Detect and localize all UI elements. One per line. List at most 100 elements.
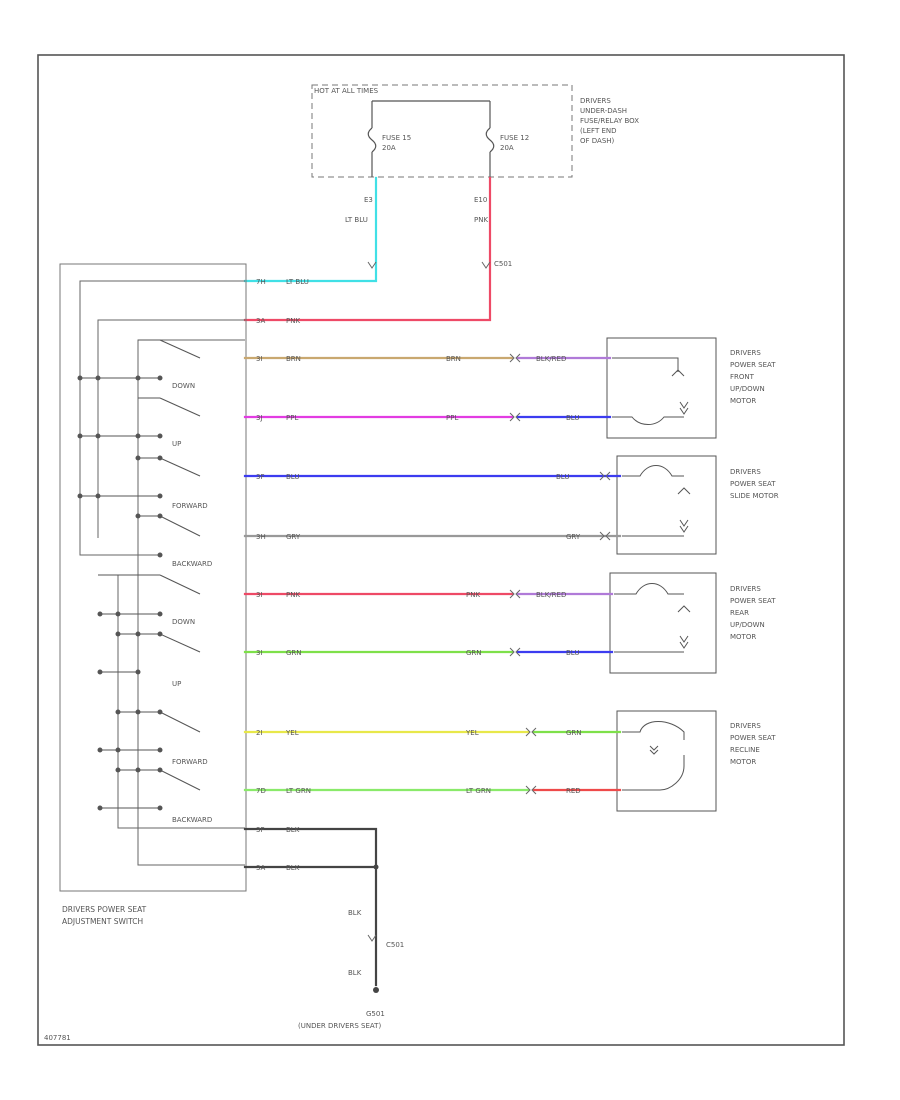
motor-1-label-1: DRIVERS — [730, 349, 761, 357]
pin-label-5: 3F — [256, 473, 264, 481]
switch-label-2: ADJUSTMENT SWITCH — [62, 917, 143, 926]
motor-3-label-3: REAR — [730, 609, 749, 617]
switch-blades — [98, 339, 201, 791]
pin-label-9: 2I — [256, 729, 263, 737]
motor-2-label-2: POWER SEAT — [730, 480, 776, 488]
pin-label-7: 3I — [256, 591, 263, 599]
wire-5-label-right: BLU — [556, 473, 569, 481]
wire-10-label-far: RED — [566, 787, 581, 795]
fuse-12-amp: 20A — [500, 144, 514, 152]
pin-label-6: 3H — [256, 533, 266, 541]
fusebox-location-2: UNDER-DASH — [580, 107, 627, 115]
wire-4-label: PPL — [286, 414, 298, 422]
pin-label-11: 3F — [256, 826, 264, 834]
pin-label-8: 3I — [256, 649, 263, 657]
wire-7-label: PNK — [286, 591, 300, 599]
ground-blk-label-1: BLK — [348, 909, 362, 917]
fusebox-location-4: (LEFT END — [580, 127, 617, 135]
motor-4-label-3: RECLINE — [730, 746, 760, 754]
wire-4-label-right: PPL — [446, 414, 458, 422]
ground-location-label: (UNDER DRIVERS SEAT) — [298, 1022, 381, 1030]
motor-1-label-2: POWER SEAT — [730, 361, 776, 369]
motor-3-label-4: UP/DOWN — [730, 621, 765, 629]
pin-label-10: 7D — [256, 787, 266, 795]
motor-1-label-4: UP/DOWN — [730, 385, 765, 393]
motor-3-label-5: MOTOR — [730, 633, 756, 641]
wire-6-label-right: GRY — [566, 533, 581, 541]
wire-6-label: GRY — [286, 533, 301, 541]
wire-8-label: GRN — [286, 649, 302, 657]
fuse-12-icon — [485, 127, 495, 153]
switch-pos-forward-2: FORWARD — [172, 758, 208, 766]
motor-2-label-1: DRIVERS — [730, 468, 761, 476]
figure-id: 407781 — [44, 1034, 71, 1042]
wire-8-label-far: BLU — [566, 649, 579, 657]
ground-c501-label: C501 — [386, 941, 404, 949]
slide-motor-box — [616, 455, 717, 555]
switch-pos-down-1: DOWN — [172, 382, 195, 390]
c501-label: C501 — [494, 260, 512, 268]
fuse-15-name: FUSE 15 — [382, 134, 411, 142]
ground-blk-label-2: BLK — [348, 969, 362, 977]
wire-9-label-right: YEL — [465, 729, 479, 737]
switch-pos-up-1: UP — [172, 440, 181, 448]
wire-1-label: LT BLU — [286, 278, 309, 286]
switch-pos-forward-1: FORWARD — [172, 502, 208, 510]
motor-3-label-1: DRIVERS — [730, 585, 761, 593]
pin-label-2: 3A — [256, 317, 265, 325]
wire-7-label-right: PNK — [466, 591, 480, 599]
switch-pos-backward-1: BACKWARD — [172, 560, 212, 568]
hot-at-all-times-label: HOT AT ALL TIMES — [314, 87, 379, 95]
pin-label-1: 7H — [256, 278, 266, 286]
motor-1-label-5: MOTOR — [730, 397, 756, 405]
fuse-15-terminal: E3 — [364, 196, 373, 204]
fuse-15-amp: 20A — [382, 144, 396, 152]
wire-11-label: BLK — [286, 826, 300, 834]
wire-12-label: BLK — [286, 864, 300, 872]
fuse-15-icon — [367, 127, 377, 153]
motor-4-label-4: MOTOR — [730, 758, 756, 766]
motor-2-label-3: SLIDE MOTOR — [730, 492, 779, 500]
diagram-border — [37, 54, 845, 1046]
pin-label-12: 3A — [256, 864, 265, 872]
lt-blu-feed-wire — [243, 176, 378, 283]
fuse-15-wire-label: LT BLU — [345, 216, 368, 224]
motor-4-label-1: DRIVERS — [730, 722, 761, 730]
rear-up-down-motor-box — [609, 572, 717, 674]
motor-circuits — [612, 357, 691, 791]
wire-10-label-right: LT GRN — [466, 787, 491, 795]
wire-9-label-far: GRN — [566, 729, 582, 737]
switch-pos-down-2: DOWN — [172, 618, 195, 626]
connector-marks — [367, 353, 611, 942]
wire-3-label: BRN — [286, 355, 301, 363]
motor-3-label-2: POWER SEAT — [730, 597, 776, 605]
motor-1-label-3: FRONT — [730, 373, 755, 381]
wire-7-label-far: BLK/RED — [536, 591, 566, 599]
recline-motor-box — [616, 710, 717, 812]
switch-pos-backward-2: BACKWARD — [172, 816, 212, 824]
wire-8-label-right: GRN — [466, 649, 482, 657]
pin-label-3: 3I — [256, 355, 263, 363]
wire-9-label: YEL — [285, 729, 299, 737]
switch-pos-up-2: UP — [172, 680, 181, 688]
wire-3-label-right: BRN — [446, 355, 461, 363]
fuse-12-name: FUSE 12 — [500, 134, 529, 142]
fusebox-location-5: OF DASH) — [580, 137, 615, 145]
motor-4-label-2: POWER SEAT — [730, 734, 776, 742]
switch-label-1: DRIVERS POWER SEAT — [62, 905, 147, 914]
adjustment-switch-box — [59, 263, 247, 892]
wire-5-label: BLU — [286, 473, 299, 481]
fuse-12-wire-label: PNK — [474, 216, 488, 224]
front-up-down-motor-box — [606, 337, 717, 439]
wire-2-label: PNK — [286, 317, 300, 325]
wire-10-label: LT GRN — [286, 787, 311, 795]
fuse-12-terminal: E10 — [474, 196, 487, 204]
wire-blk-ground-1 — [243, 827, 378, 987]
fuse-box — [311, 84, 573, 178]
fusebox-location-1: DRIVERS — [580, 97, 611, 105]
ground-g501-label: G501 — [366, 1010, 385, 1018]
switch-contacts — [77, 375, 163, 811]
wire-4-label-far: BLU — [566, 414, 579, 422]
pin-label-4: 3J — [256, 414, 263, 422]
